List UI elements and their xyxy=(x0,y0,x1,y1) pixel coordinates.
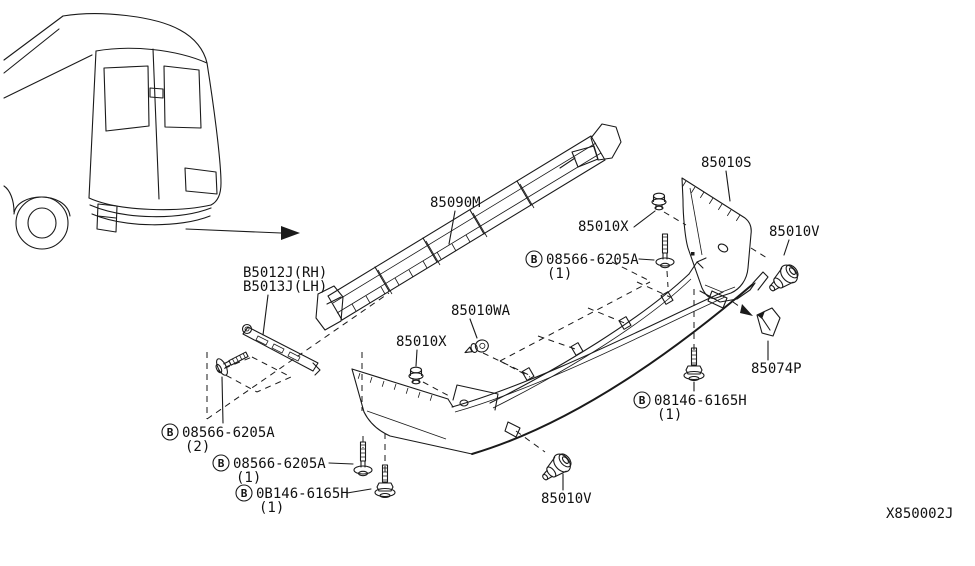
svg-text:08146-6165H: 08146-6165H xyxy=(654,393,747,409)
svg-text:(2): (2) xyxy=(185,439,210,455)
circled-b-icon xyxy=(633,391,651,409)
part-label-85010V-right: 85010V xyxy=(769,224,820,240)
fastener-label-08146-right: B 08146-6165H (1) xyxy=(633,391,747,423)
svg-text:(1): (1) xyxy=(657,407,682,423)
part-label-85090M: 85090M xyxy=(430,195,481,211)
svg-text:(1): (1) xyxy=(547,266,572,282)
clip-85010WA xyxy=(464,339,489,354)
van-taillight xyxy=(96,203,118,233)
fastener-label-08566-left: B 08566-6205A (2) xyxy=(161,423,275,455)
svg-text:B: B xyxy=(167,426,174,439)
fastener-label-08566-bottom: B 08566-6205A (1) xyxy=(212,454,326,486)
bolt-08146-right xyxy=(683,347,705,382)
part-label-85010X-top: 85010X xyxy=(578,219,629,235)
clip-85010X-left xyxy=(408,366,424,385)
leader-lines xyxy=(221,170,790,494)
sensor-85010V-right xyxy=(763,260,803,298)
bracket-B5012J xyxy=(241,323,321,376)
svg-text:B: B xyxy=(218,457,225,470)
svg-text:08566-6205A: 08566-6205A xyxy=(233,456,326,472)
part-label-85010WA: 85010WA xyxy=(451,303,511,319)
bumper-cover xyxy=(351,257,769,455)
clip-85010X-top xyxy=(651,192,667,211)
svg-text:(1): (1) xyxy=(259,500,284,516)
screw-08566-left xyxy=(212,345,252,379)
fastener-label-0B146-bottom: B 0B146-6165H (1) xyxy=(235,484,349,516)
circled-b-icon xyxy=(212,454,230,472)
svg-text:B: B xyxy=(531,253,538,266)
van-window-left xyxy=(103,65,150,132)
svg-text:B: B xyxy=(241,487,248,500)
bumper-clip-tabs xyxy=(521,291,674,381)
screw-08566-top xyxy=(655,233,675,269)
circled-b-icon xyxy=(235,484,253,502)
reinforcement-bar-85090M xyxy=(315,123,622,331)
part-label-B5013J: B5013J(LH) xyxy=(243,279,327,295)
van-window-right xyxy=(163,65,202,129)
circled-b-icon xyxy=(161,423,179,441)
guide-lines xyxy=(206,211,768,473)
part-label-85010X-left: 85010X xyxy=(396,334,447,350)
van-rear-illustration xyxy=(3,13,222,250)
svg-text:08566-6205A: 08566-6205A xyxy=(546,252,639,268)
part-label-85010S: 85010S xyxy=(701,155,752,171)
circled-b-icon xyxy=(525,250,543,268)
svg-text:08566-6205A: 08566-6205A xyxy=(182,425,275,441)
diagram-code: X850002J xyxy=(886,506,953,522)
svg-text:0B146-6165H: 0B146-6165H xyxy=(256,486,349,502)
fastener-label-08566-top: B 08566-6205A (1) xyxy=(525,250,639,282)
svg-text:B: B xyxy=(639,394,646,407)
direction-arrow xyxy=(185,226,300,240)
van-door-handle xyxy=(149,87,164,99)
van-wheel xyxy=(15,196,69,250)
retainer-85074P xyxy=(756,307,781,337)
part-label-85074P: 85074P xyxy=(751,361,802,377)
part-label-85010V-bottom: 85010V xyxy=(541,491,592,507)
svg-text:(1): (1) xyxy=(236,470,261,486)
labels: 85090M 85010S 85010X 85010V B5012J(RH) B… xyxy=(161,155,953,522)
sensor-85010V-bottom xyxy=(536,449,576,487)
part-label-B5012J: B5012J(RH) xyxy=(243,265,327,281)
side-spacer-85010S xyxy=(681,177,752,299)
